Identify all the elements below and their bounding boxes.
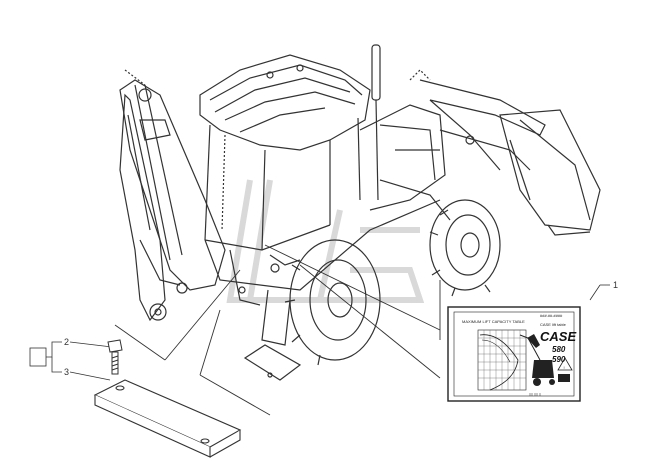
callout-labels (29, 284, 610, 381)
callout-3: 3 (64, 367, 69, 377)
cab-frame (204, 117, 361, 251)
stabilizer-leg (243, 289, 302, 381)
decal-heading: MAXIMUM LIFT CAPACITY TABLE (462, 319, 525, 324)
callout-1: 1 (613, 280, 618, 290)
callout-group-bracket-box (29, 347, 47, 367)
bolt-part (107, 339, 123, 375)
callout-leader-2-to-part (69, 341, 113, 348)
exhaust-stack (371, 44, 381, 201)
callout-leader-1 (589, 284, 601, 301)
decal-part-number: ###.##.#### (540, 313, 563, 318)
loader-bucket (499, 109, 601, 236)
callout-2: 2 (64, 337, 69, 347)
backhoe-arm (119, 69, 226, 322)
callout-leader-2 (46, 341, 62, 358)
decal-brand: CASE (540, 329, 576, 344)
decal-model-top: 580 (552, 345, 566, 354)
chassis (204, 179, 451, 306)
lift-capacity-decal: ! (447, 306, 581, 402)
front-wheel (429, 199, 501, 297)
svg-text:!: ! (564, 365, 565, 370)
cab-roof (199, 54, 371, 151)
callout-leader-3-to-part (69, 371, 111, 381)
leader-lines (114, 244, 441, 416)
callout-leader-3 (51, 357, 62, 373)
counterweight-block (93, 379, 242, 458)
watermark-logo (226, 179, 425, 303)
decal-subtitle: CASE lift table (540, 322, 567, 327)
loader-arm (409, 69, 546, 171)
engine-hood (359, 104, 446, 211)
decal-model-bottom: 590 (552, 355, 566, 364)
